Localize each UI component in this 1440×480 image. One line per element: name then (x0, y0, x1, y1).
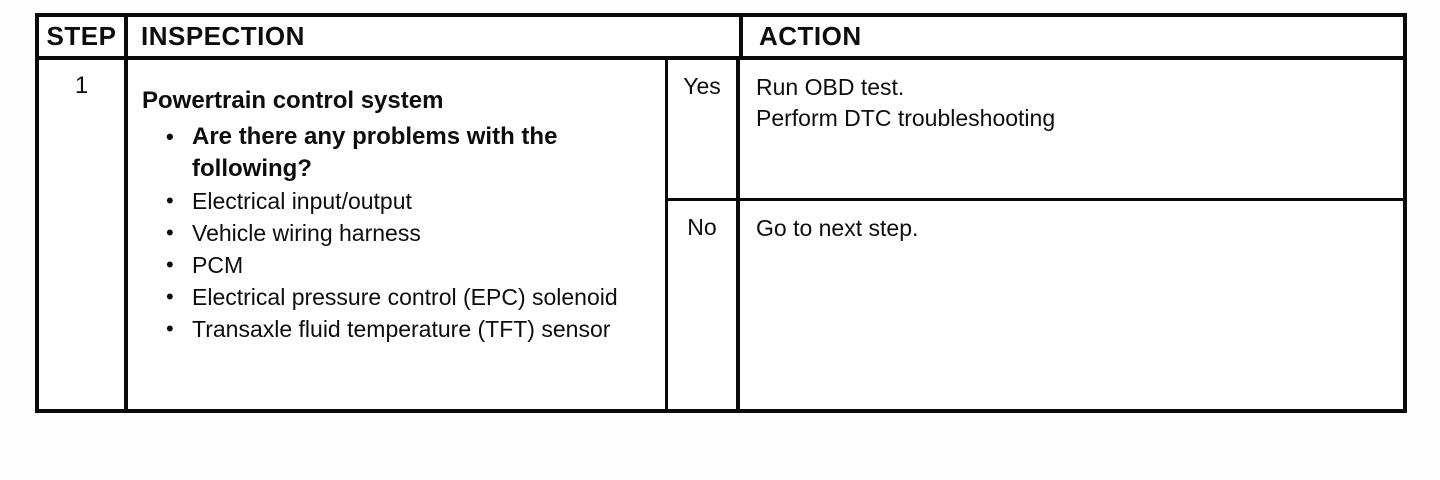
bullet-icon: • (166, 124, 174, 149)
table-row: 1 Powertrain control system • Are there … (39, 60, 1403, 409)
column-header-action-label: ACTION (759, 21, 862, 51)
inspection-bullet-text: PCM (192, 252, 244, 278)
action-cell-no: Go to next step. (740, 201, 1403, 409)
bullet-icon: • (166, 316, 174, 341)
column-header-inspection: INSPECTION (128, 17, 743, 56)
inspection-bullet-text: Are there any problems with the followin… (192, 123, 558, 182)
bullet-icon: • (166, 188, 174, 213)
answer-label-yes: Yes (683, 73, 721, 99)
troubleshooting-table: STEP INSPECTION ACTION 1 Powertrain cont… (35, 13, 1407, 413)
inspection-bullet: • Are there any problems with the follow… (142, 121, 657, 185)
inspection-bullet-text: Electrical pressure control (EPC) soleno… (192, 284, 618, 310)
answer-label-no: No (687, 214, 717, 240)
branches-section: Yes Run OBD test. Perform DTC troublesho… (668, 60, 1403, 409)
inspection-bullet-text: Vehicle wiring harness (192, 220, 421, 246)
column-header-step: STEP (39, 17, 128, 56)
inspection-bullet: • PCM (142, 249, 657, 281)
inspection-bullet: • Electrical input/output (142, 185, 657, 217)
inspection-bullet: • Transaxle fluid temperature (TFT) sens… (142, 313, 657, 345)
column-header-step-label: STEP (46, 21, 117, 51)
inspection-bullet: • Electrical pressure control (EPC) sole… (142, 281, 657, 313)
bullet-icon: • (166, 252, 174, 277)
action-cell-yes: Run OBD test. Perform DTC troubleshootin… (740, 60, 1403, 198)
inspection-cell: Powertrain control system • Are there an… (128, 60, 668, 409)
inspection-bullet: • Vehicle wiring harness (142, 217, 657, 249)
branch-yes: Yes Run OBD test. Perform DTC troublesho… (668, 60, 1403, 201)
column-header-action: ACTION (743, 17, 1403, 56)
bullet-icon: • (166, 220, 174, 245)
action-line: Run OBD test. (756, 74, 905, 100)
table-header-row: STEP INSPECTION ACTION (39, 17, 1403, 60)
column-header-inspection-label: INSPECTION (141, 21, 305, 51)
answer-cell-yes: Yes (668, 60, 740, 198)
step-number: 1 (74, 72, 89, 99)
bullet-icon: • (166, 284, 174, 309)
inspection-title: Powertrain control system (142, 87, 444, 114)
action-line: Go to next step. (756, 215, 919, 241)
inspection-bullet-text: Electrical input/output (192, 188, 412, 214)
inspection-bullet-text: Transaxle fluid temperature (TFT) sensor (192, 316, 611, 342)
action-line: Perform DTC troubleshooting (756, 105, 1056, 131)
branch-no: No Go to next step. (668, 201, 1403, 409)
answer-cell-no: No (668, 201, 740, 409)
step-number-cell: 1 (39, 60, 128, 409)
